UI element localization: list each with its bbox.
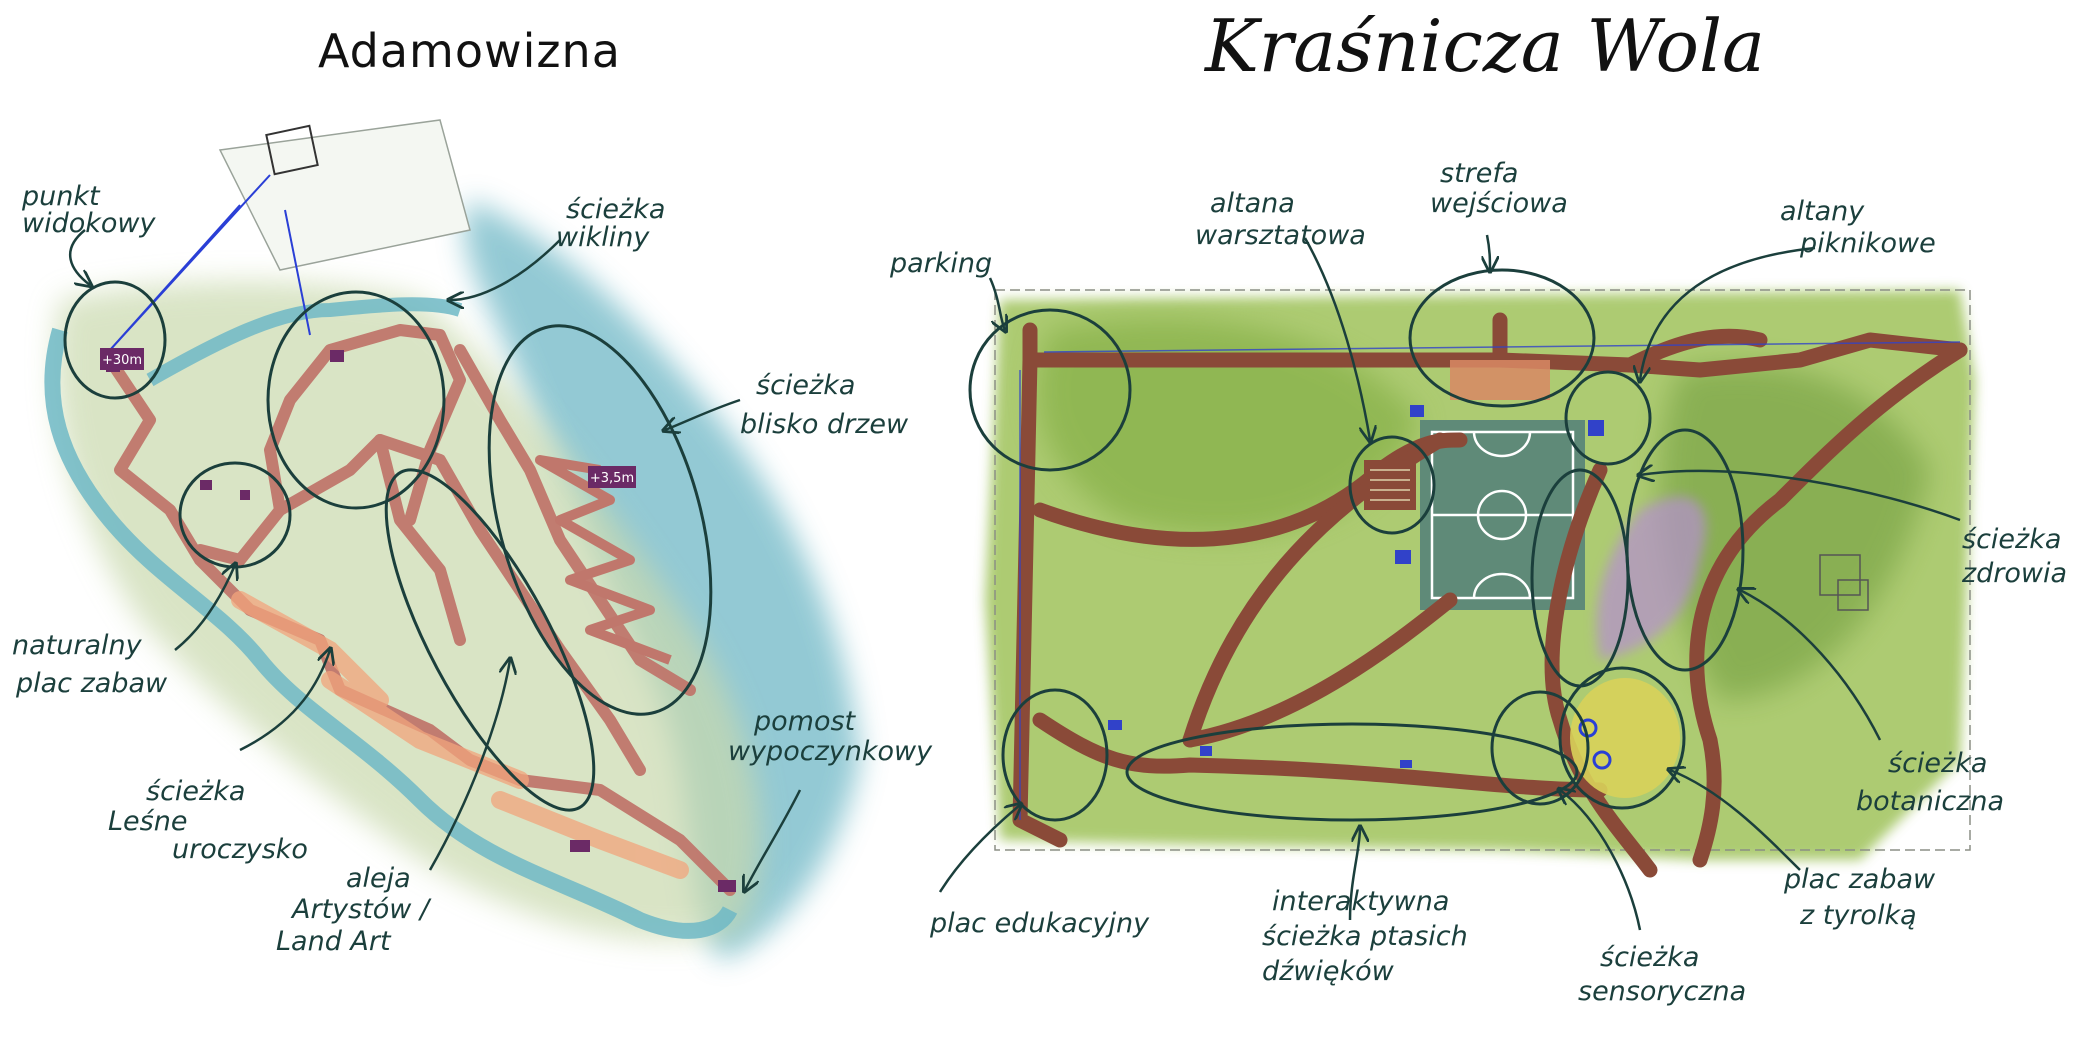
- label-blisko-drzew-2: blisko drzew: [740, 409, 909, 440]
- tree-wash-2: [1659, 364, 1930, 700]
- label-plac-tyrolka-1: plac zabaw: [1783, 864, 1936, 895]
- label-naturalny-plac-2: plac zabaw: [15, 668, 168, 699]
- sightline-2: [109, 174, 271, 351]
- label-aleja-artystow-2: Artystów /: [290, 894, 432, 925]
- play-equipment-2: [1592, 750, 1612, 770]
- label-altana-warsztatowa-1: altana: [1210, 188, 1295, 219]
- label-altany-piknikowe-1: altany: [1780, 196, 1865, 227]
- label-strefa-wejsciowa-2: wejściowa: [1430, 188, 1568, 219]
- workshop-pavilion: [1364, 460, 1416, 510]
- right-callout-circles: [968, 268, 1745, 822]
- label-lesne-uroczysko-3: uroczysko: [172, 834, 308, 865]
- zigzag-path: [535, 455, 672, 665]
- label-strefa-wejsciowa-1: strefa: [1440, 158, 1518, 189]
- label-sciezka-sensoryczna-1: ścieżka: [1600, 942, 1699, 973]
- land-wash: [54, 281, 761, 941]
- label-sciezka-wikliny-1: ścieżka: [566, 194, 665, 225]
- property-boundary: [994, 289, 1971, 851]
- neighbor-house: [1819, 554, 1869, 611]
- label-parking: parking: [889, 248, 992, 279]
- pavilion-slats: [1370, 469, 1410, 501]
- parcel-outline: [218, 119, 471, 271]
- label-sciezka-zdrowia-1: ścieżka: [1962, 524, 2061, 555]
- label-sciezka-sensoryczna-2: sensoryczna: [1578, 976, 1746, 1007]
- label-blisko-drzew-1: ścieżka: [756, 370, 855, 401]
- left-callout-circles: [63, 280, 713, 812]
- left-leaders: [68, 229, 802, 890]
- title-adamowizna: Adamowizna: [318, 24, 621, 78]
- pier-badge: [588, 466, 636, 488]
- label-sciezka-zdrowia-2: zdrowia: [1961, 558, 2067, 589]
- label-plac-tyrolka-2: z tyrolką: [1799, 900, 1917, 931]
- tree-wash: [1036, 318, 1420, 536]
- viewpoint-badge: [100, 348, 144, 370]
- label-plac-edukacyjny: plac edukacyjny: [929, 908, 1150, 939]
- label-sciezka-botaniczna-2: botaniczna: [1856, 786, 2004, 817]
- entrance-plaza: [1450, 360, 1550, 400]
- building: [265, 124, 319, 176]
- river: [44, 327, 738, 939]
- label-lesne-uroczysko-2: Leśne: [108, 806, 187, 837]
- label-naturalny-plac-1: naturalny: [12, 630, 143, 661]
- label-ptasich-3: dźwięków: [1262, 956, 1395, 987]
- park-features: [1108, 405, 1604, 768]
- pitch-markings: [1430, 430, 1575, 600]
- water-wash: [464, 200, 860, 960]
- right-leaders: [938, 234, 1961, 931]
- label-sciezka-botaniczna-1: ścieżka: [1888, 748, 1987, 779]
- label-altana-warsztatowa-2: warsztatowa: [1195, 220, 1366, 251]
- label-altany-piknikowe-2: piknikowe: [1799, 228, 1936, 259]
- krasnicza-wola-plan: parking altana warsztatowa strefa wejści…: [889, 158, 2067, 1007]
- viewpoint-height: +30m: [102, 353, 142, 368]
- label-ptasich-1: interaktywna: [1272, 886, 1449, 917]
- adamowizna-plan: +30m +3,5m punkt: [12, 119, 933, 960]
- label-aleja-artystow-1: aleja: [346, 863, 411, 894]
- label-ptasich-2: ścieżka ptasich: [1262, 921, 1468, 952]
- label-punkt-widokowy-1: punkt: [21, 181, 101, 212]
- label-punkt-widokowy-2: widokowy: [22, 208, 156, 239]
- label-lesne-uroczysko-1: ścieżka: [146, 776, 245, 807]
- river-bend: [146, 297, 463, 387]
- path-edges: [1019, 341, 1961, 820]
- sightline-3: [284, 209, 311, 336]
- label-pomost-1: pomost: [753, 706, 857, 737]
- pier-height: +3,5m: [590, 471, 634, 486]
- label-aleja-artystow-3: Land Art: [276, 926, 392, 957]
- label-sciezka-wikliny-2: wikliny: [556, 222, 650, 253]
- label-pomost-2: wypoczynkowy: [728, 736, 933, 767]
- title-krasnicza-wola: Kraśnicza Wola: [1205, 4, 1765, 88]
